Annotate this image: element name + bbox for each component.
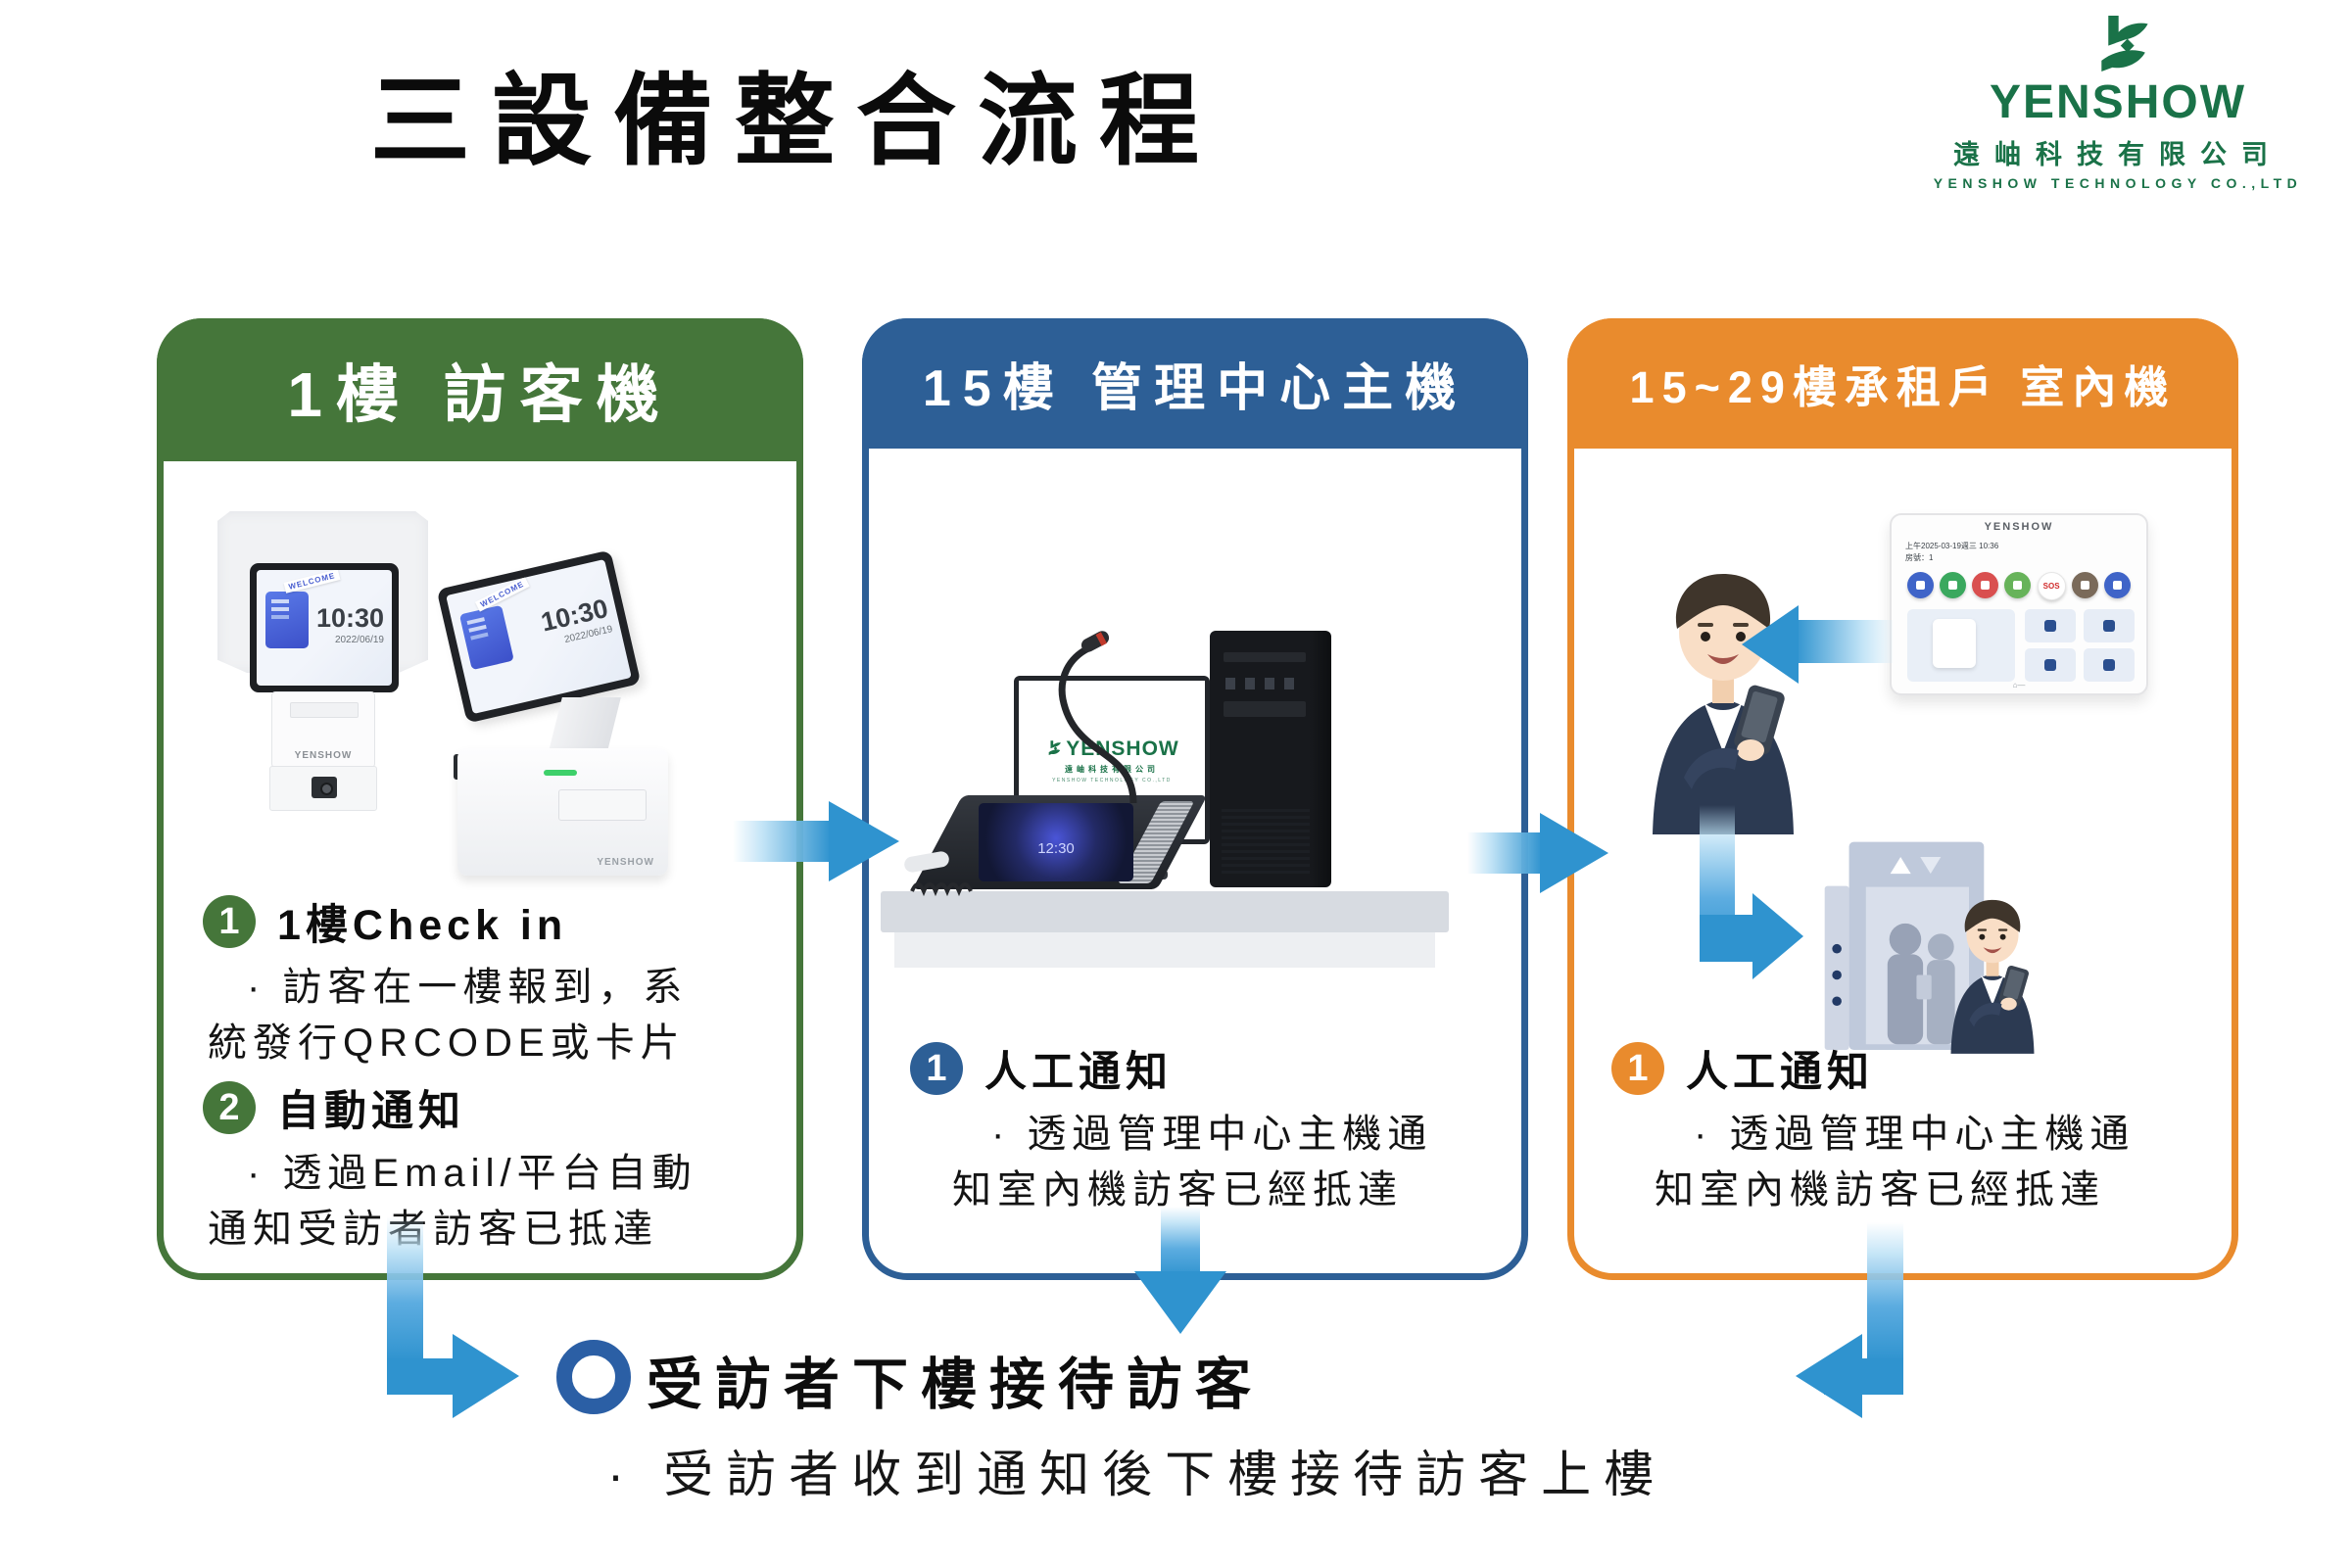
step-1f-checkin: 1 1樓Check in — [203, 891, 567, 952]
kiosk-screen-illustration — [265, 592, 309, 648]
android-icon — [2004, 572, 2032, 598]
optical-drive-bay — [1224, 652, 1306, 662]
indoor-unit-device-tile — [1907, 609, 2015, 682]
panel-floor1-visitor-kiosk: 1樓 訪客機 WELCOME 10:30 2022/06/19 YENSHOW … — [157, 318, 803, 1280]
kiosk-time: 10:30 — [315, 603, 384, 633]
step-desc: · 透過管理中心主機通知室內機訪客已經抵達 — [1655, 1113, 2136, 1212]
step-number-badge: 2 — [203, 1081, 256, 1134]
indoor-unit-tablet: YENSHOW 上午2025-03-19週三 10:36 房號：1 SOS ⌂— — [1890, 513, 2148, 695]
company-logo: YENSHOW 遠岫科技有限公司 YENSHOW TECHNOLOGY CO.,… — [1912, 16, 2324, 191]
yenshow-bird-icon — [2083, 16, 2153, 78]
exit-arrow-p2-head — [1134, 1271, 1226, 1334]
arrow-person-to-elevator-elbow — [1700, 915, 1756, 962]
step-title: 1樓Check in — [277, 902, 568, 949]
kiosk-brand-label: YENSHOW — [597, 857, 654, 868]
monitor-logo-en: YENSHOW TECHNOLOGY CO.,LTD — [1052, 777, 1172, 784]
logo-company-en: YENSHOW TECHNOLOGY CO.,LTD — [1933, 175, 2303, 192]
step-number-badge: 1 — [203, 895, 256, 948]
kiosk-welcome-banner: WELCOME — [474, 576, 530, 612]
kiosk-screen-illustration — [458, 604, 514, 671]
visitor-kiosk-desktop-base: YENSHOW — [457, 748, 668, 876]
indoor-unit-datetime: 上午2025-03-19週三 10:36 房號：1 — [1905, 542, 1999, 562]
footer-desc: · 受訪者收到通知後下樓接待訪客上樓 — [607, 1447, 1667, 1502]
monitor-logo-zh: 遠岫科技有限公司 — [1065, 764, 1159, 774]
console-time: 12:30 — [1037, 840, 1075, 857]
footer-title: 受訪者下樓接待訪客 — [647, 1354, 1264, 1416]
step-title: 人工通知 — [984, 1049, 1173, 1096]
sos-icon: SOS — [2037, 572, 2066, 600]
arrow-tablet-to-person-bar — [1795, 620, 1893, 663]
panel2-header: 15樓 管理中心主機 — [862, 318, 1528, 449]
flow-arrow-p1-to-p2-bar — [733, 821, 831, 862]
exit-arrow-p1-down — [387, 1216, 423, 1361]
kiosk-brand-label: YENSHOW — [294, 750, 353, 761]
log-tile — [2025, 648, 2076, 682]
kiosk-status-led — [544, 770, 577, 776]
settings-tile — [2084, 648, 2135, 682]
panel1-header: 1樓 訪客機 — [157, 318, 803, 461]
step-desc: · 透過管理中心主機通知室內機訪客已經抵達 — [952, 1113, 1433, 1212]
tower-pc — [1210, 631, 1331, 887]
tenant-person-with-phone — [1625, 543, 1821, 836]
card-reader-slot — [1224, 701, 1306, 717]
usb-ports — [1225, 678, 1304, 689]
camera-tile — [2084, 609, 2135, 642]
page-title: 三設備整合流程 — [370, 66, 1221, 177]
door-icon — [2071, 572, 2098, 598]
alarm-icon — [1972, 572, 1999, 598]
exit-arrow-p3-head — [1796, 1334, 1862, 1418]
desk-shelf — [881, 891, 1449, 932]
kiosk-welcome-banner: WELCOME — [283, 570, 341, 594]
flow-arrow-p2-to-p3-bar — [1467, 832, 1542, 874]
logo-company-zh: 遠岫科技有限公司 — [1953, 140, 2282, 170]
panel-floor15-management-host: 15樓 管理中心主機 YENSHOW 遠岫科技有限公司 YENSHOW TECH… — [862, 318, 1528, 1280]
kiosk-date: 2022/06/19 — [334, 635, 384, 645]
exit-arrow-p1-elbow — [387, 1358, 463, 1395]
step-number-badge: 1 — [910, 1042, 963, 1095]
logo-brand-text: YENSHOW — [1989, 76, 2246, 128]
panel-tenant-indoor-unit: 15~29樓承租戶 室內機 YENSHOW 上午2025-03-19週三 10:… — [1567, 318, 2238, 1280]
printer-slot — [290, 702, 359, 718]
step-desc: · 透過Email/平台自動通知受訪者訪客已抵達 — [208, 1152, 697, 1251]
visitor-person-with-phone — [1935, 881, 2050, 1055]
panel3-header: 15~29樓承租戶 室內機 — [1567, 318, 2238, 449]
indoor-unit-icon-row: SOS — [1907, 572, 2131, 600]
qrcode-scanner-icon — [312, 777, 337, 798]
phone-icon — [1940, 572, 1967, 598]
visitor-kiosk-printer: YENSHOW — [271, 691, 375, 768]
gooseneck-microphone — [1058, 631, 1137, 804]
home-icon — [1907, 572, 1934, 598]
visitor-kiosk-wall-screen: WELCOME 10:30 2022/06/19 — [250, 563, 399, 692]
console-screen: 12:30 — [979, 803, 1133, 881]
exit-arrow-p1-head — [453, 1334, 519, 1418]
step-title: 自動通知 — [277, 1088, 465, 1135]
user-icon — [2103, 572, 2131, 598]
step-manual-notify: 1 人工通知 — [910, 1038, 1173, 1099]
exit-arrow-p2-bar — [1161, 1207, 1200, 1277]
exit-arrow-p3-down — [1867, 1222, 1903, 1361]
footer-ring-icon — [556, 1340, 631, 1414]
step-manual-notify: 1 人工通知 — [1611, 1038, 1874, 1099]
home-indicator: ⌂— — [2012, 681, 2026, 689]
vent-grille — [1222, 805, 1310, 874]
step-auto-notify: 2 自動通知 — [203, 1077, 465, 1138]
step-desc: · 訪客在一樓報到，系統發行QRCODE或卡片 — [208, 966, 689, 1065]
visitor-kiosk-scanner-box — [269, 766, 377, 811]
step-number-badge: 1 — [1611, 1042, 1664, 1095]
indoor-unit-brand: YENSHOW — [1984, 521, 2054, 533]
desk-shelf-front — [894, 932, 1435, 968]
handset-cord — [910, 882, 973, 897]
step-title: 人工通知 — [1686, 1049, 1874, 1096]
call-tile — [2025, 609, 2076, 642]
kiosk-card-tray — [558, 789, 647, 821]
indoor-unit-room: 房號：1 — [1905, 553, 1934, 562]
